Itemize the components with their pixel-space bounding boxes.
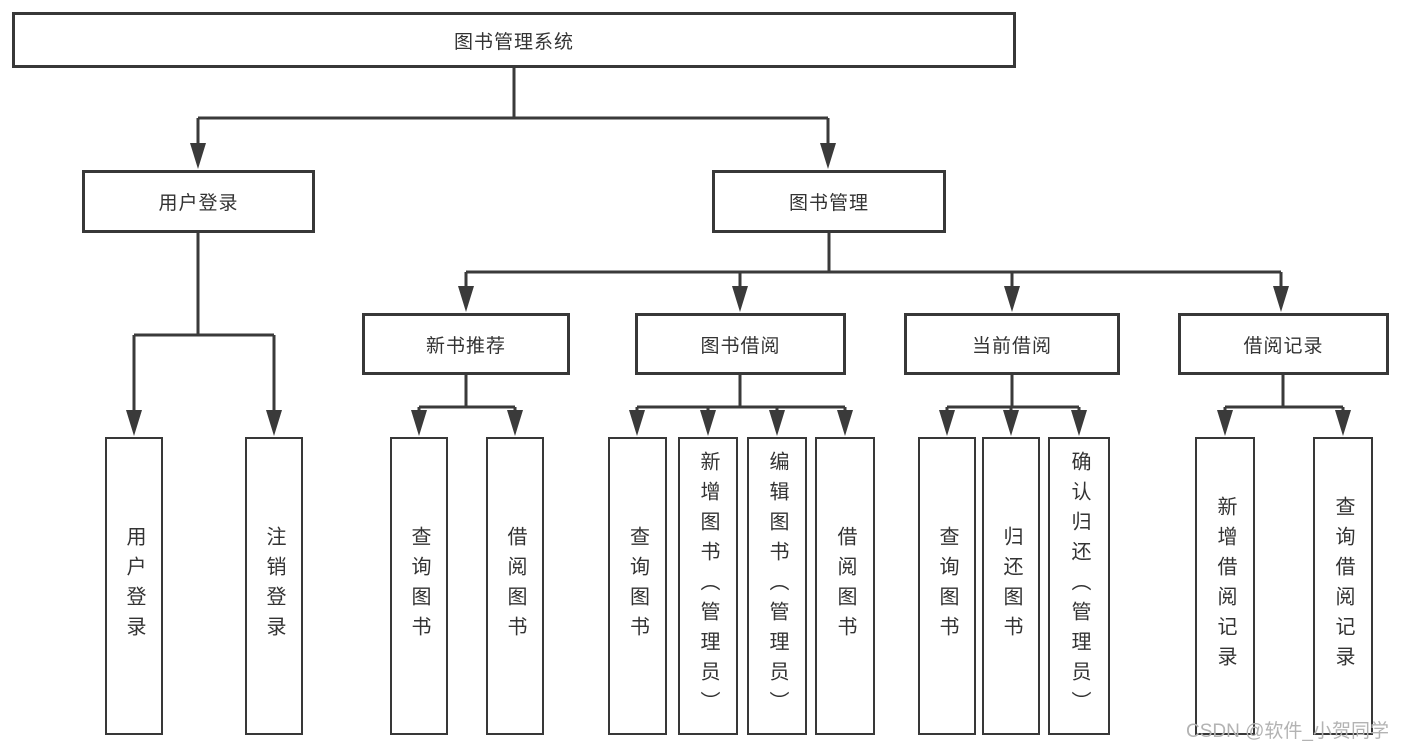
leaf-label: 借阅图书 bbox=[504, 526, 526, 646]
leaf-label: 新增借阅记录 bbox=[1214, 496, 1236, 676]
node-root-label: 图书管理系统 bbox=[453, 31, 574, 53]
leaf-node-add-books-admin: 新增图书（管理员） bbox=[678, 437, 738, 735]
arrowheads-leaves bbox=[126, 410, 1351, 436]
leaf-label: 查询图书 bbox=[626, 526, 649, 646]
arrowheads-level3 bbox=[458, 286, 1289, 312]
connector-borrow-to-leaves bbox=[635, 375, 847, 418]
node-borrowing-records-label: 借阅记录 bbox=[1243, 335, 1324, 357]
node-book-borrowing-label: 图书借阅 bbox=[700, 335, 781, 357]
leaf-node-edit-books-admin: 编辑图书（管理员） bbox=[747, 437, 807, 735]
node-user-login-label: 用户登录 bbox=[158, 193, 239, 214]
leaf-node-return-books: 归还图书 bbox=[982, 437, 1040, 735]
connector-newbook-to-leaves bbox=[417, 375, 517, 418]
node-user-login: 用户登录 bbox=[82, 170, 315, 233]
node-current-borrowing: 当前借阅 bbox=[904, 313, 1120, 375]
leaf-node-user-login: 用户登录 bbox=[105, 437, 163, 735]
connector-root-to-level2 bbox=[196, 68, 830, 148]
leaf-label: 新增图书（管理员） bbox=[697, 451, 719, 721]
node-new-book-recommend: 新书推荐 bbox=[362, 313, 570, 375]
leaf-label: 查询借阅记录 bbox=[1332, 496, 1354, 676]
leaf-node-borrow-books: 借阅图书 bbox=[815, 437, 875, 735]
csdn-watermark: CSDN @软件_小贺同学 bbox=[1186, 721, 1389, 742]
node-new-book-recommend-label: 新书推荐 bbox=[425, 335, 506, 357]
leaf-label: 借阅图书 bbox=[834, 526, 856, 646]
leaf-node-query-books-current: 查询图书 bbox=[918, 437, 976, 735]
leaf-label: 查询图书 bbox=[408, 526, 430, 646]
connector-bookmgmt-to-level3 bbox=[464, 233, 1283, 290]
leaf-node-query-borrow-record: 查询借阅记录 bbox=[1313, 437, 1373, 735]
node-root-library-system: 图书管理系统 bbox=[12, 12, 1016, 68]
node-book-management-label: 图书管理 bbox=[788, 193, 869, 214]
leaf-label: 查询图书 bbox=[936, 526, 958, 646]
leaf-node-borrow-books-recommend: 借阅图书 bbox=[486, 437, 544, 735]
leaf-node-add-borrow-record: 新增借阅记录 bbox=[1195, 437, 1255, 735]
leaf-label: 归还图书 bbox=[1000, 526, 1022, 646]
leaf-label: 编辑图书（管理员） bbox=[766, 451, 788, 721]
node-current-borrowing-label: 当前借阅 bbox=[971, 335, 1052, 357]
leaf-label: 注销登录 bbox=[263, 526, 285, 646]
leaf-node-logout: 注销登录 bbox=[245, 437, 303, 735]
leaf-label: 确认归还（管理员） bbox=[1068, 451, 1090, 721]
connector-records-to-leaves bbox=[1223, 375, 1345, 418]
node-book-borrowing: 图书借阅 bbox=[635, 313, 846, 375]
leaf-label: 用户登录 bbox=[123, 526, 145, 646]
leaf-node-query-books-recommend: 查询图书 bbox=[390, 437, 448, 735]
leaf-node-confirm-return-admin: 确认归还（管理员） bbox=[1048, 437, 1110, 735]
arrowheads-level2 bbox=[190, 143, 836, 169]
node-borrowing-records: 借阅记录 bbox=[1178, 313, 1389, 375]
node-book-management: 图书管理 bbox=[712, 170, 946, 233]
connector-userlogin-to-leaves bbox=[132, 233, 276, 415]
leaf-node-query-books-borrowing: 查询图书 bbox=[608, 437, 667, 735]
